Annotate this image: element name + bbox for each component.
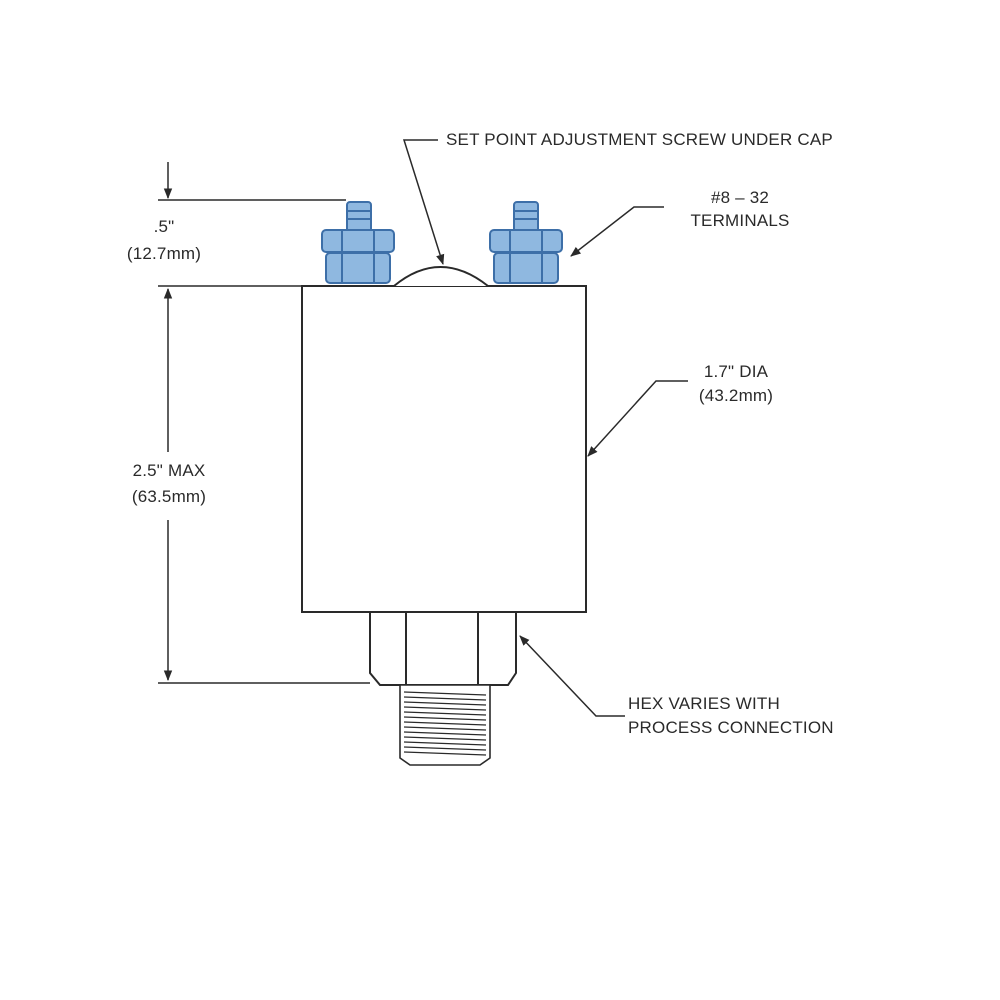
leader-lines — [402, 139, 688, 717]
setpoint-label: SET POINT ADJUSTMENT SCREW UNDER CAP — [446, 130, 833, 149]
extension-lines — [158, 199, 370, 684]
thread-line — [403, 751, 487, 756]
terminals-label: TERMINALS — [690, 211, 790, 230]
diameter-leader — [587, 380, 688, 457]
terminals-leader — [570, 206, 664, 257]
thread-line — [403, 746, 487, 751]
terminals-size-label: #8 – 32 — [710, 188, 770, 207]
threaded-connection — [399, 684, 491, 766]
hex-fitting — [369, 611, 517, 686]
setpoint-leader — [402, 139, 445, 266]
top-dim-mm: (12.7mm) — [126, 244, 202, 263]
thread-line — [403, 706, 487, 711]
terminal-left — [321, 201, 395, 284]
hex-leader — [519, 635, 625, 717]
top-dim-inches: .5" — [153, 217, 175, 236]
thread-lines — [403, 691, 487, 756]
height-inches: 2.5" MAX — [132, 461, 206, 480]
thread-line — [403, 721, 487, 726]
hex-note-line1: HEX VARIES WITH — [628, 694, 780, 713]
thread-line — [403, 716, 487, 721]
hex-note-line2: PROCESS CONNECTION — [628, 718, 834, 737]
setpoint-cap — [393, 266, 489, 287]
thread-line — [403, 711, 487, 716]
thread-line — [403, 691, 487, 696]
thread-line — [403, 696, 487, 701]
thread-line — [403, 741, 487, 746]
diameter-mm: (43.2mm) — [698, 386, 774, 405]
thread-line — [403, 726, 487, 731]
thread-line — [403, 701, 487, 706]
height-mm: (63.5mm) — [131, 487, 207, 506]
diameter-inches: 1.7" DIA — [703, 362, 769, 381]
thread-line — [403, 731, 487, 736]
switch-body — [301, 285, 587, 613]
terminal-right — [489, 201, 563, 284]
thread-line — [403, 736, 487, 741]
